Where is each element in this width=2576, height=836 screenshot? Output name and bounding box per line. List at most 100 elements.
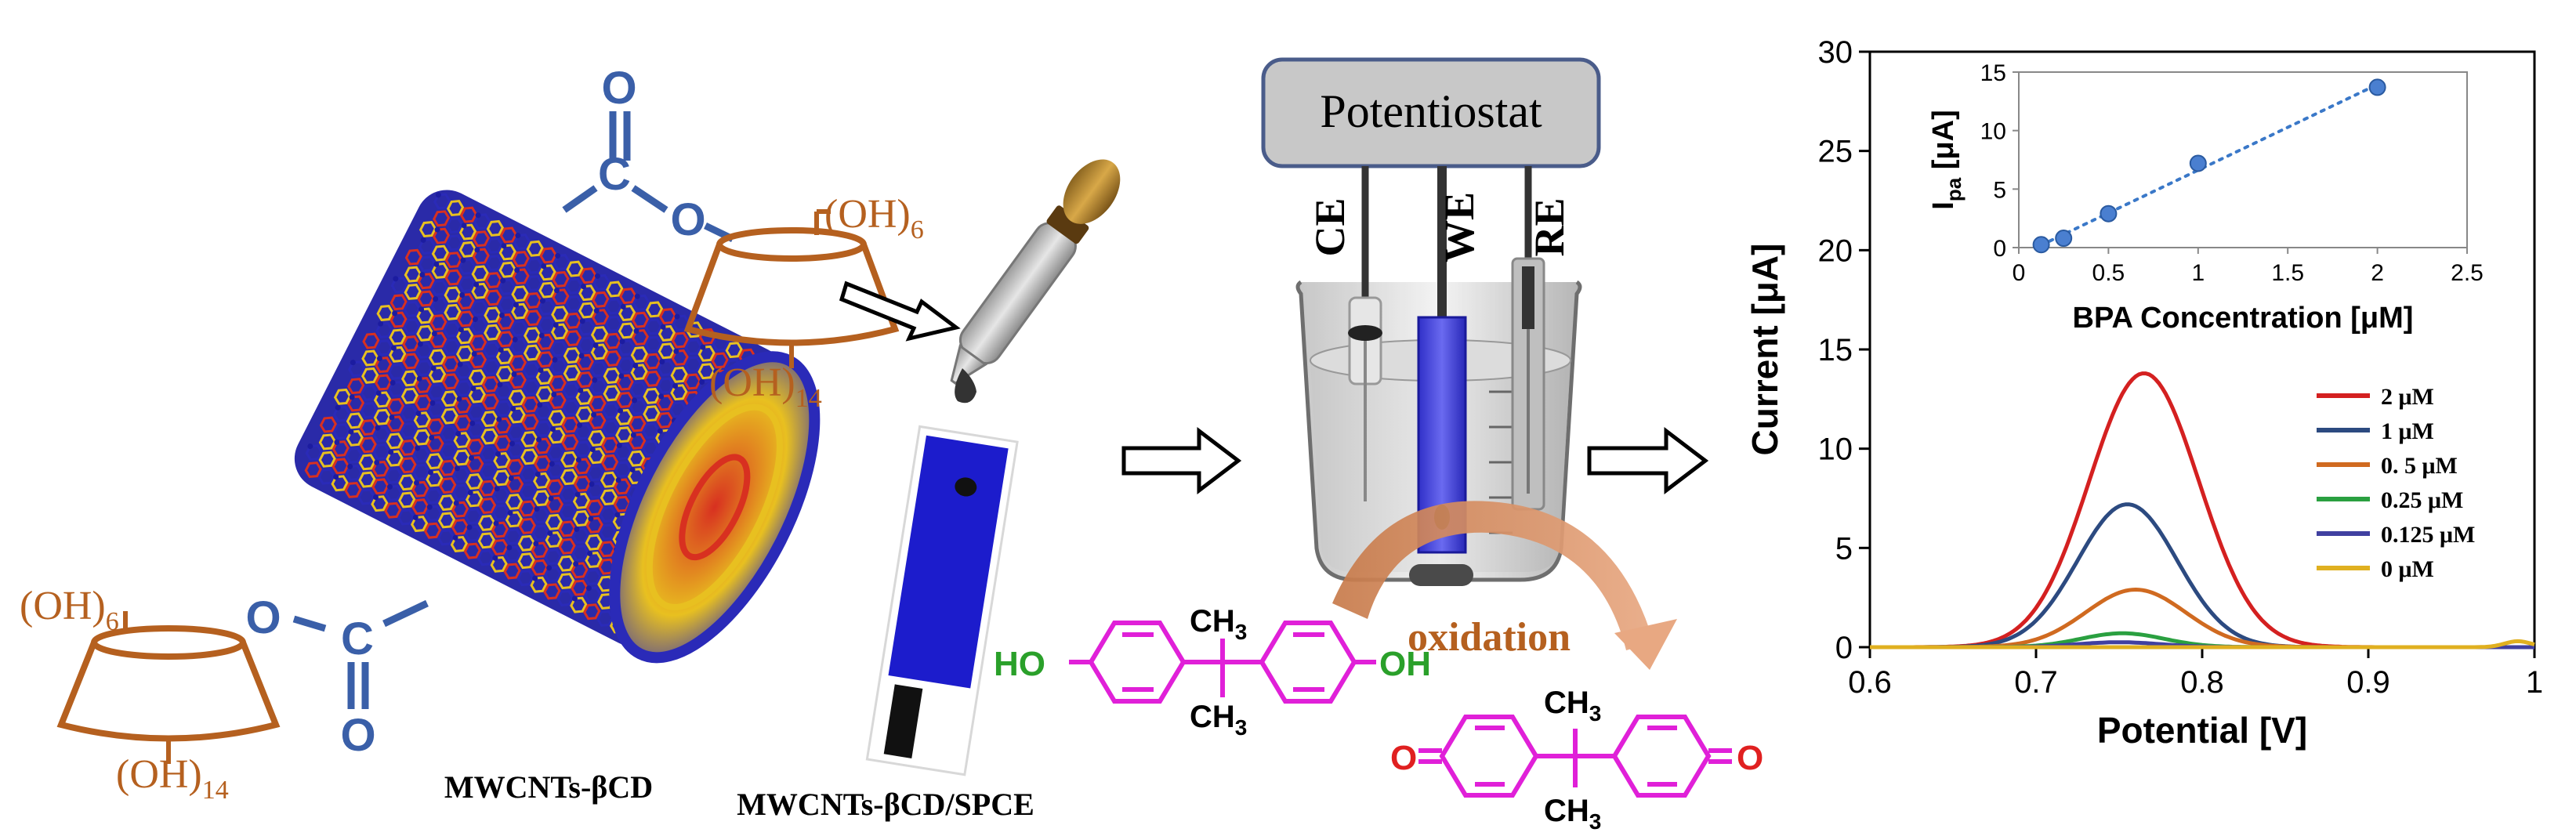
lattice-cell <box>697 345 716 362</box>
lattice-cell <box>373 408 391 425</box>
lattice-cell <box>480 462 498 480</box>
lattice-cell <box>616 391 634 408</box>
lattice-cell <box>548 427 566 444</box>
lattice-cell <box>472 248 490 265</box>
lattice-cell <box>557 573 575 590</box>
lattice-cell <box>658 308 677 325</box>
lattice-cell <box>600 454 619 471</box>
lattice-cell <box>333 388 352 405</box>
lattice-cell <box>657 360 675 377</box>
nanotube-core <box>679 454 751 561</box>
lattice-cell <box>452 483 470 501</box>
lattice-cell <box>599 523 617 541</box>
inset-x-tick-label: 2.5 <box>2451 260 2484 286</box>
lattice-atom <box>533 541 539 547</box>
lattice-atom <box>413 480 419 486</box>
lattice-cell <box>348 360 366 378</box>
arrow-to-cell <box>1121 426 1242 495</box>
lattice-cell <box>600 471 618 488</box>
lattice-cell <box>524 327 542 344</box>
lattice-cell <box>571 579 589 596</box>
lattice-cell <box>588 447 606 465</box>
lattice-cell <box>574 423 592 440</box>
lattice-cell <box>585 534 603 551</box>
main-y-tick-label: 15 <box>1818 333 1853 367</box>
lattice-cell <box>397 508 415 526</box>
lattice-atom <box>660 324 666 330</box>
lattice-cell <box>577 319 596 336</box>
main-x-tick-label: 0.6 <box>1848 665 1892 700</box>
lattice-cell <box>469 334 487 351</box>
spce-label: MWCNTs-βCD/SPCE <box>737 787 1034 822</box>
lattice-atom <box>429 400 436 406</box>
lattice-atom <box>474 247 480 253</box>
main-x-tick-label: 0.8 <box>2180 665 2224 700</box>
lattice-atom <box>672 383 679 389</box>
lattice-cell <box>494 435 512 452</box>
lattice-cell <box>570 596 588 613</box>
quinone-o-left: O <box>1390 739 1417 777</box>
lattice-cell <box>534 455 552 472</box>
lattice-cell <box>418 255 436 273</box>
lattice-cell <box>414 394 432 411</box>
spce-working-spot <box>955 477 977 497</box>
lattice-cell <box>521 396 539 413</box>
lattice-cell <box>346 395 365 412</box>
lattice-cell <box>426 436 444 453</box>
lattice-cell <box>304 461 322 479</box>
lattice-cell <box>562 399 580 416</box>
lattice-cell <box>486 219 505 237</box>
lattice-cell <box>495 400 513 417</box>
lattice-cell <box>371 478 389 495</box>
ce-label: CE <box>1306 197 1353 256</box>
lattice-cell <box>538 281 556 299</box>
lattice-cell <box>592 273 610 291</box>
lattice-cell <box>517 534 535 552</box>
lattice-cell <box>376 304 394 321</box>
lattice-cell <box>439 477 457 494</box>
lattice-cell <box>458 241 476 258</box>
lattice-atom <box>431 331 437 337</box>
lattice-cell <box>629 432 647 450</box>
quinone-ch3-bottom: CH3 <box>1544 794 1601 834</box>
lattice-cell <box>531 541 549 559</box>
main-x-tick-label: 0.9 <box>2346 665 2390 700</box>
lattice-atom <box>389 414 395 421</box>
inset-data-point <box>2189 154 2207 172</box>
lattice-atom <box>658 393 665 400</box>
lattice-cell <box>563 364 581 382</box>
lattice-atom <box>536 436 542 443</box>
lattice-cell <box>399 439 417 456</box>
lattice-cell <box>414 377 433 393</box>
lattice-cell <box>493 452 511 469</box>
lattice-cell <box>484 324 502 341</box>
lattice-cell <box>454 414 472 432</box>
bpa-ho: HO <box>994 645 1045 683</box>
lattice-atom <box>455 465 461 472</box>
spce-electrode-strip <box>865 425 1019 776</box>
lattice-cell <box>558 520 576 537</box>
lattice-cell <box>375 321 393 338</box>
bpa-labels: HO OH CH3 CH3 <box>994 604 1431 740</box>
lattice-cell <box>509 337 528 354</box>
lattice-atom <box>588 516 594 522</box>
lattice-atom <box>458 327 464 333</box>
lattice-cell <box>643 405 661 422</box>
main-x-tick-label: 0.7 <box>2014 665 2058 700</box>
lattice-cell <box>512 268 530 285</box>
lattice-atom <box>553 288 560 294</box>
lattice-cell <box>518 500 537 517</box>
lattice-cell <box>498 278 516 295</box>
lattice-atom <box>700 344 706 350</box>
series-line <box>1870 639 2535 650</box>
lattice-cell <box>389 294 408 311</box>
lattice-cell <box>469 352 487 369</box>
lattice-cell <box>643 353 661 370</box>
lattice-cell <box>404 266 422 283</box>
lattice-cell <box>440 442 458 459</box>
lattice-atom <box>430 365 437 371</box>
lattice-cell <box>361 367 379 384</box>
lattice-cell <box>585 499 603 516</box>
lattice-cell <box>507 441 525 458</box>
lattice-cell <box>411 516 429 533</box>
